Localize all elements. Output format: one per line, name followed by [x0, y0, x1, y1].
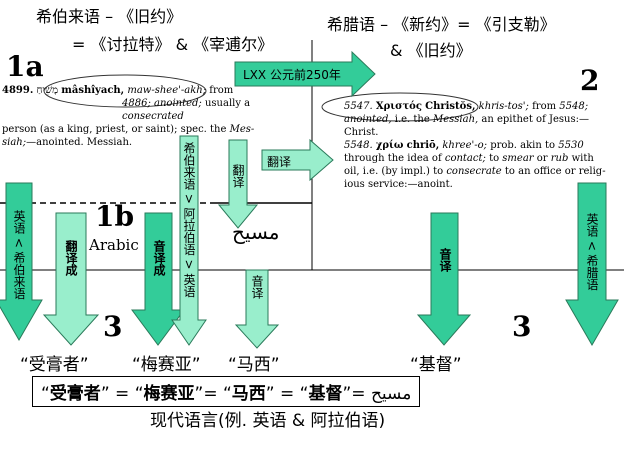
arrow-greek-english [565, 182, 619, 346]
greek-highlight-ellipse [321, 92, 479, 122]
lxx-label: LXX 公元前250年 [243, 68, 341, 82]
arrow-label-heb-arabic-english: 希伯来语 > 阿拉伯语 > 英语 [182, 142, 196, 298]
down-arrows [0, 135, 619, 349]
greek-header-line1: 希腊语 – 《新约》= 《引支勒》 [327, 15, 556, 34]
label-arabic: Arabic [89, 236, 139, 254]
label-1b: 1b [95, 200, 135, 233]
label-1a: 1a [6, 50, 44, 83]
arrow-label-translate-c: 翻译 [267, 155, 292, 169]
arrow-transliterate-a [131, 212, 185, 346]
label-3-right: 3 [512, 310, 532, 343]
arrow-label-translate-b: 翻译 [231, 164, 245, 188]
hebrew-dictionary-entry: 4899. מָשִׁיחַ mâshîyach, maw-shee'-akh;… [2, 85, 255, 148]
arrow-translate-a [42, 212, 100, 346]
eq-term-1: 受膏者 [49, 384, 101, 404]
word-masih: “马西” [228, 355, 280, 375]
lxx-arrow [234, 50, 376, 98]
arrow-label-transliterate-b: 音译 [250, 275, 264, 299]
eq-term-3: 马西 [231, 384, 266, 404]
eq-term-2: 梅赛亚 [143, 384, 195, 404]
greek-dictionary-entry: 5547. Χριστός Christŏs, khris-tos'; from… [344, 101, 606, 190]
arrow-label-transliterate-a: 音译成 [152, 240, 166, 276]
footer-caption: 现代语言(例. 英语 & 阿拉伯语) [150, 411, 386, 431]
eq-term-4: 基督 [308, 384, 343, 404]
word-christ: “基督” [410, 355, 462, 375]
equation-box: “受膏者” = “梅赛亚”= “马西” = “基督”= مسيح [32, 376, 421, 407]
arrow-hebrew-english [0, 182, 43, 342]
arrow-transliterate-b [234, 269, 280, 349]
label-2: 2 [580, 64, 600, 97]
arabic-word: مسيح [232, 220, 280, 244]
arrow-label-hebrew-english: 英语 < 希伯来语 [12, 210, 26, 300]
eq-term-5: مسيح [370, 384, 412, 404]
hebrew-highlight-ellipse [43, 74, 207, 108]
hebrew-header-line1: 希伯来语 – 《旧约》 [36, 7, 183, 26]
label-3-left: 3 [103, 310, 123, 343]
arrow-label-transliterate-c: 音译 [438, 248, 452, 272]
word-anointed-one: “受膏者” [20, 355, 89, 375]
arrow-label-greek-english: 英语 < 希腊语 [585, 213, 599, 291]
translate-arrow-right [261, 138, 334, 182]
arrow-translate-b [217, 139, 259, 229]
word-messiah: “梅赛亚” [132, 355, 201, 375]
arrow-transliterate-c [416, 212, 472, 346]
arrow-label-translate-a: 翻译成 [64, 240, 78, 276]
greek-header-line2: & 《旧约》 [390, 41, 472, 60]
hebrew-header-line2: = 《讨拉特》 & 《宰逋尔》 [72, 35, 274, 54]
arrow-heb-arabic-english [171, 135, 207, 346]
